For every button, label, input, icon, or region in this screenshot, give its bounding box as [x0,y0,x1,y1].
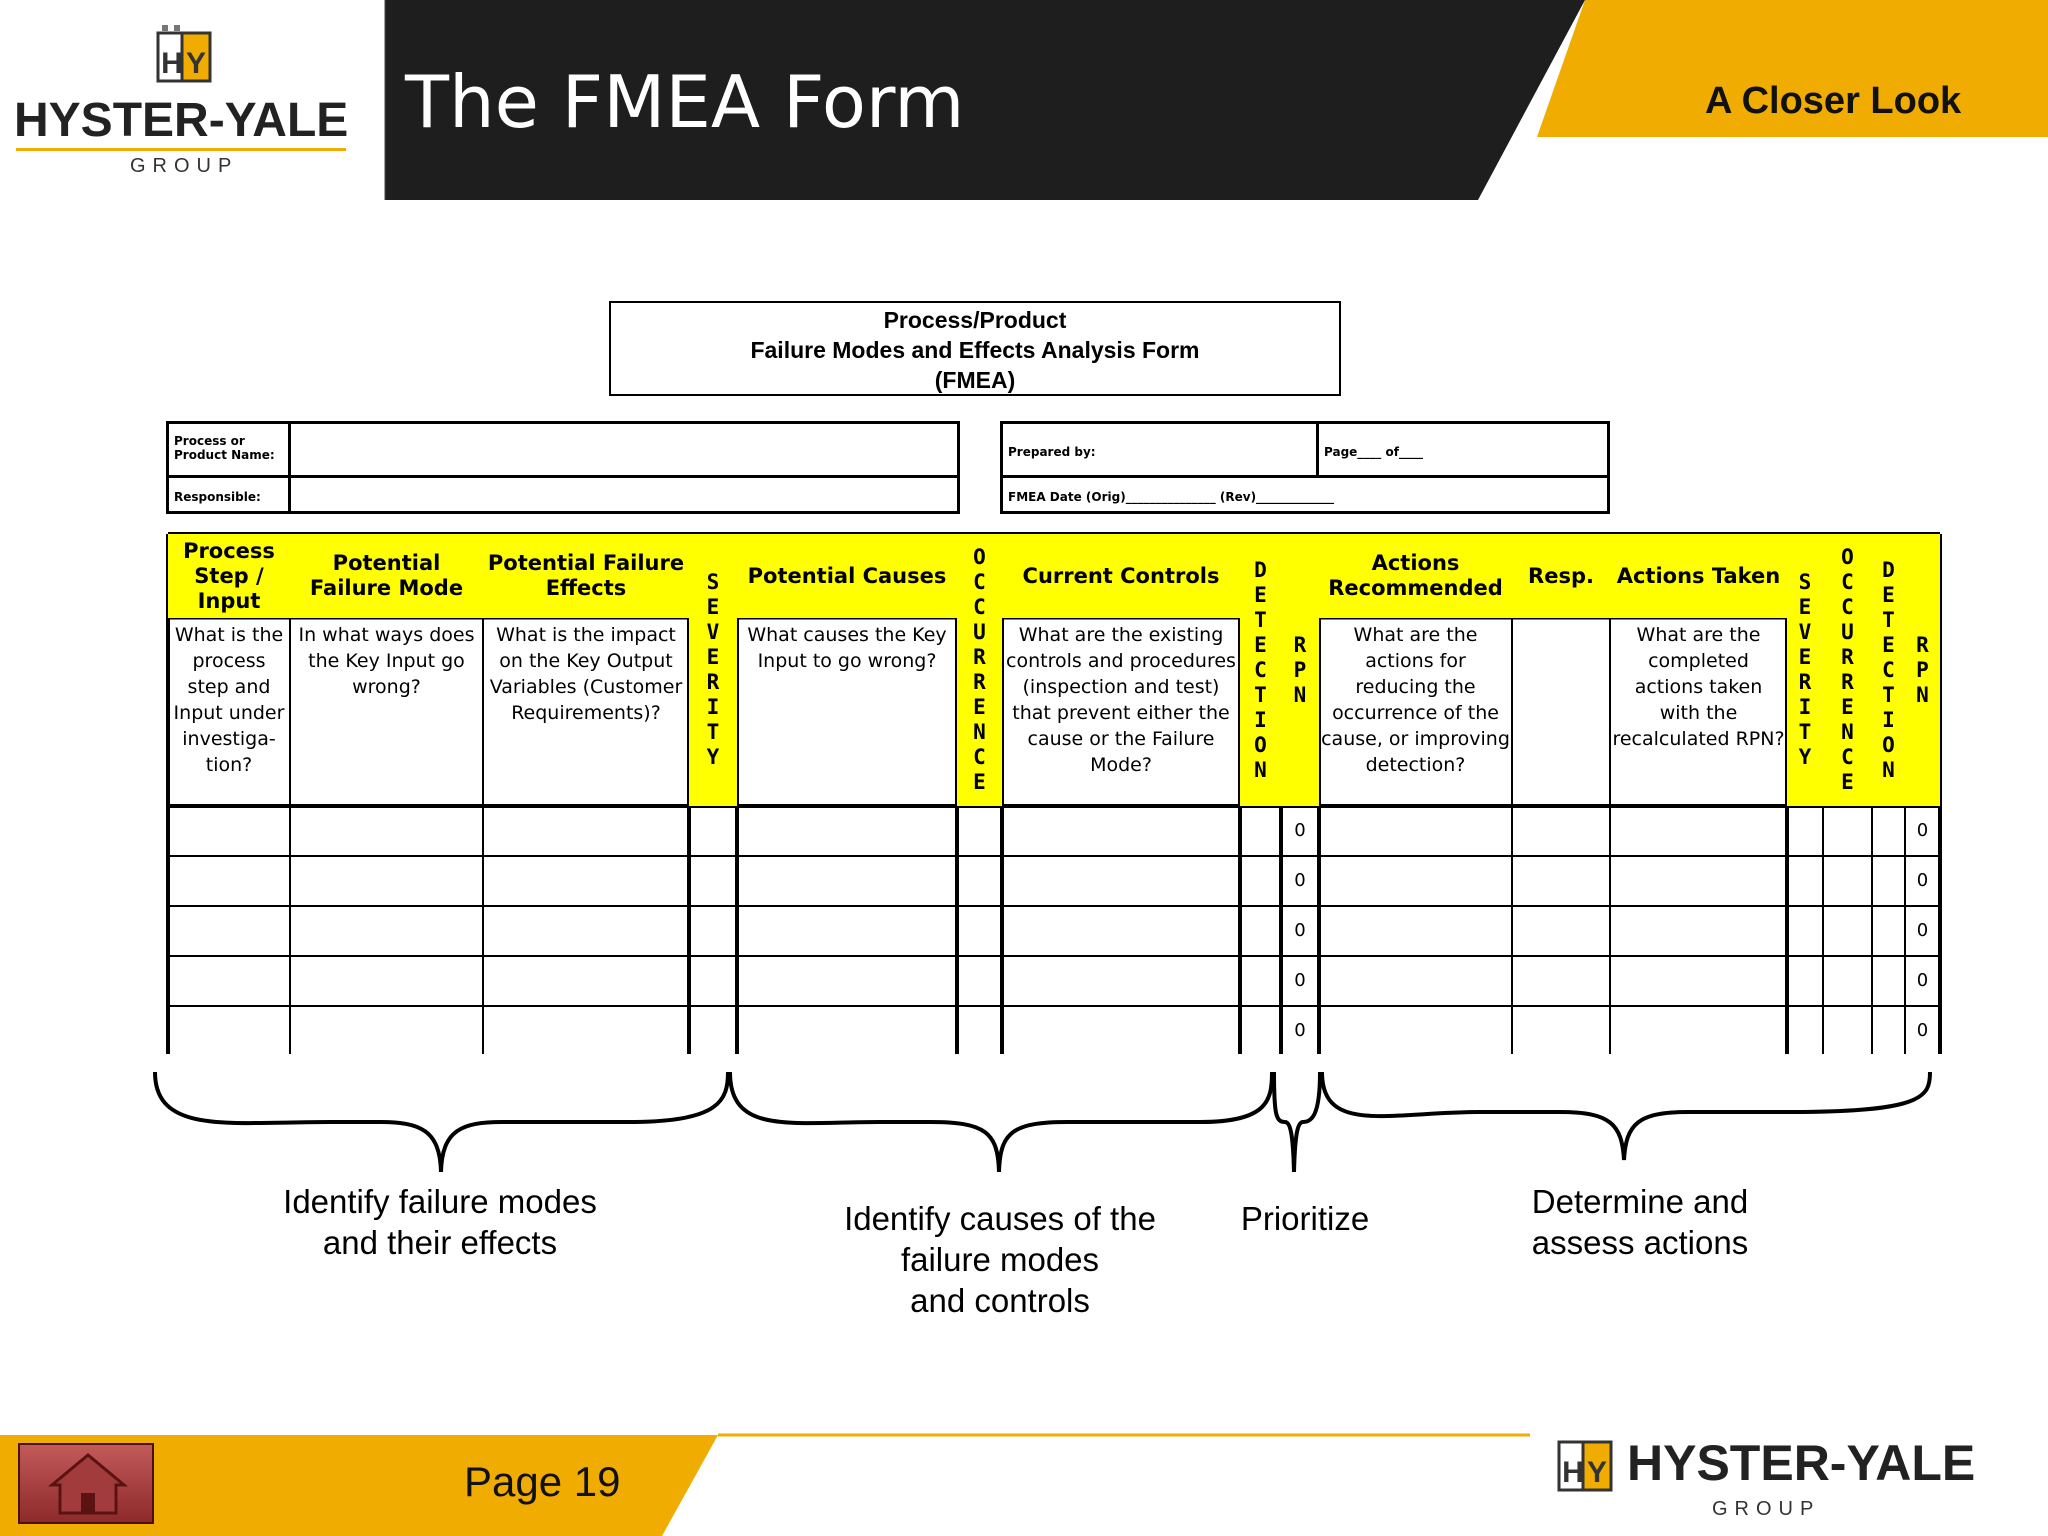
grouping-brackets [153,1071,1932,1173]
rpn-value-initial-0: 0 [1294,820,1306,841]
col-header-3: SEVERITY [689,534,737,806]
rpn-value-initial-2: 0 [1294,920,1306,941]
rpn-value-revised-2: 0 [1916,920,1929,941]
col-header-4: Potential Causes [737,534,957,618]
col-header-text-3: SEVERITY [706,570,720,769]
hy-logo-mark-bottom-icon: H Y [1557,1440,1613,1492]
col-desc-9: What are the actions for reducing the oc… [1321,624,1510,776]
rpn-value-initial-1: 0 [1294,870,1306,891]
col-desc-1: In what ways does the Key Input go wrong… [298,624,475,698]
col-header-text-13: OCCURRENCE [1841,545,1854,794]
svg-text:H: H [161,47,183,80]
col-header-0: Process Step / Input [168,534,290,618]
logo-group-text: GROUP [130,155,239,177]
col-header-12: SEVERITY [1787,534,1823,806]
col-header-text-5: OCCURRENCE [973,545,986,794]
fmea-date-box [1000,475,1610,514]
col-header-7: DETECTION [1240,534,1281,806]
col-header-6: Current Controls [1002,534,1240,618]
form-title-box: Process/Product Failure Modes and Effect… [609,301,1341,396]
fmea-date-label: FMEA Date (Orig)_______________ (Rev)___… [1008,490,1335,504]
header-accent [384,0,2048,200]
logo-wordmark: HYSTER-YALE [14,94,349,147]
svg-text:Y: Y [186,47,206,80]
home-button[interactable] [18,1443,154,1524]
footer-bar [0,1433,1530,1536]
page-of-label: Page____ of____ [1324,445,1423,459]
logo-bottom-group-text: GROUP [1712,1498,1821,1520]
form-title-line-1: Process/Product [883,307,1067,333]
logo-bottom-wordmark: HYSTER-YALE [1627,1435,1976,1491]
process-name-divider [288,421,291,514]
rpn-value-revised-0: 0 [1916,820,1929,841]
col-header-2: Potential Failure Effects [483,534,689,618]
col-header-9: Actions Recommended [1319,534,1512,618]
logo-underline [16,148,346,151]
bracket-label-2: Identify causes of the failure modes and… [844,1200,1156,1319]
bracket-1 [153,1071,730,1173]
col-desc-10 [1514,618,1608,806]
col-header-14: DETECTION [1872,534,1905,806]
responsible-label: Responsible: [174,490,261,504]
col-header-text-12: SEVERITY [1798,570,1812,769]
page-title: The FMEA Form [405,60,965,144]
bracket-2 [728,1071,1274,1173]
form-title-line-2: Failure Modes and Effects Analysis Form [750,337,1200,363]
col-header-13: OCCURRENCE [1823,534,1872,806]
page-number: Page 19 [464,1458,621,1505]
form-title-line-3: (FMEA) [934,367,1016,393]
logo-bottom: H Y HYSTER-YALE GROUP [1555,1428,1975,1528]
col-header-text-8: RPN [1293,632,1307,707]
col-desc-4: What causes the Key Input to go wrong? [747,624,947,672]
col-header-text-15: RPN [1916,632,1929,707]
col-header-1: Potential Failure Mode [290,534,483,618]
page-subtitle: A Closer Look [1705,80,1962,122]
bracket-label-4: Determine and assess actions [1531,1183,1749,1261]
rpn-value-revised-1: 0 [1916,870,1929,891]
bracket-label-1: Identify failure modes and their effects [283,1183,597,1261]
col-header-text-14: DETECTION [1882,557,1895,782]
hy-logo-mark-icon: H Y [156,25,212,83]
logo-top: H Y HYSTER-YALE GROUP [10,25,355,185]
col-header-15: RPN [1905,534,1940,806]
responsible-box [166,475,960,514]
col-header-10: Resp. [1512,534,1610,618]
col-header-8: RPN [1281,534,1319,806]
rpn-value-revised-3: 0 [1916,970,1929,991]
col-header-5: OCCURRENCE [957,534,1002,806]
rpn-value-initial-4: 0 [1294,1020,1306,1041]
rpn-value-initial-3: 0 [1294,970,1306,991]
rpn-value-revised-4: 0 [1916,1020,1929,1041]
svg-text:Y: Y [1587,1456,1607,1489]
prepared-divider [1316,421,1319,478]
col-header-11: Actions Taken [1610,534,1787,618]
home-icon [48,1453,128,1515]
col-desc-2: What is the impact on the Key Output Var… [489,624,683,724]
prepared-by-label: Prepared by: [1008,445,1096,459]
bracket-label-3: Prioritize [1240,1200,1370,1237]
col-header-text-7: DETECTION [1254,557,1267,782]
col-desc-11: What are the completed actions taken wit… [1612,624,1785,750]
svg-text:H: H [1562,1456,1584,1489]
col-desc-6: What are the existing controls and proce… [1006,624,1236,776]
bracket-4 [1320,1071,1932,1161]
process-name-label: Process or Product Name: [174,434,275,462]
col-desc-0: What is the process step and Input under… [173,624,285,776]
bracket-3 [1272,1071,1322,1173]
